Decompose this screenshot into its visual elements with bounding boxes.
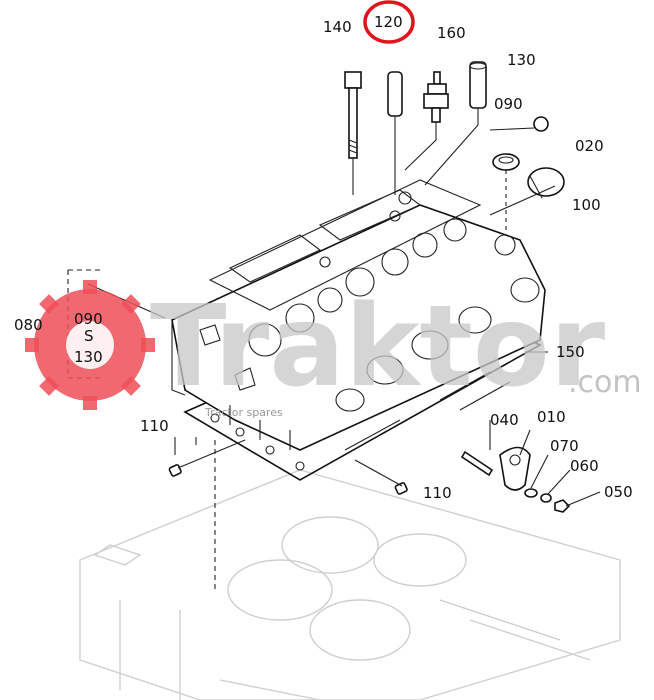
- label-010: 010: [537, 408, 566, 426]
- label-020: 020: [575, 137, 604, 155]
- valve-guide-130: [469, 61, 487, 109]
- engine-block-outline: [79, 469, 621, 700]
- head-bolt-140: [344, 71, 362, 159]
- dowel-pin-110-left: [168, 464, 182, 477]
- label-130-range-end: 130: [74, 348, 103, 366]
- stud-040: [460, 450, 494, 477]
- label-110-left: 110: [140, 417, 169, 435]
- seal-090: [492, 153, 520, 171]
- plate-010: [499, 446, 531, 491]
- sensor-160: [423, 71, 449, 123]
- washer-070: [524, 488, 538, 498]
- highlight-circle: [363, 0, 415, 44]
- label-050: 050: [604, 483, 633, 501]
- cap-100: [527, 167, 565, 199]
- leader-lines: [67, 108, 601, 590]
- label-120: 120: [374, 13, 403, 31]
- label-090-range-start: 090: [74, 310, 103, 328]
- label-110-right: 110: [423, 484, 452, 502]
- label-080: 080: [14, 316, 43, 334]
- label-140: 140: [323, 18, 352, 36]
- watermark-brand: Traktor: [150, 282, 605, 412]
- label-060: 060: [570, 457, 599, 475]
- label-range-separator: S: [84, 327, 94, 345]
- part-labels: 140 120 160 130 090 020 100 150 080 090 …: [14, 13, 633, 502]
- watermark: Traktor .com Tractor spares: [25, 280, 642, 419]
- label-160: 160: [437, 24, 466, 42]
- nut-050: [554, 499, 571, 513]
- gear-logo-icon: [25, 280, 155, 410]
- watermark-tagline: Tractor spares: [204, 406, 283, 419]
- label-070: 070: [550, 437, 579, 455]
- dowel-pin-110-right: [394, 482, 408, 495]
- label-130: 130: [507, 51, 536, 69]
- cylinder-head: [171, 179, 546, 451]
- label-150: 150: [556, 343, 585, 361]
- label-100: 100: [572, 196, 601, 214]
- washer-060: [540, 493, 552, 503]
- label-040: 040: [490, 411, 519, 429]
- plug-020: [533, 116, 549, 132]
- label-090: 090: [494, 95, 523, 113]
- valve-guide-120: [387, 71, 403, 117]
- watermark-suffix: .com: [568, 365, 642, 400]
